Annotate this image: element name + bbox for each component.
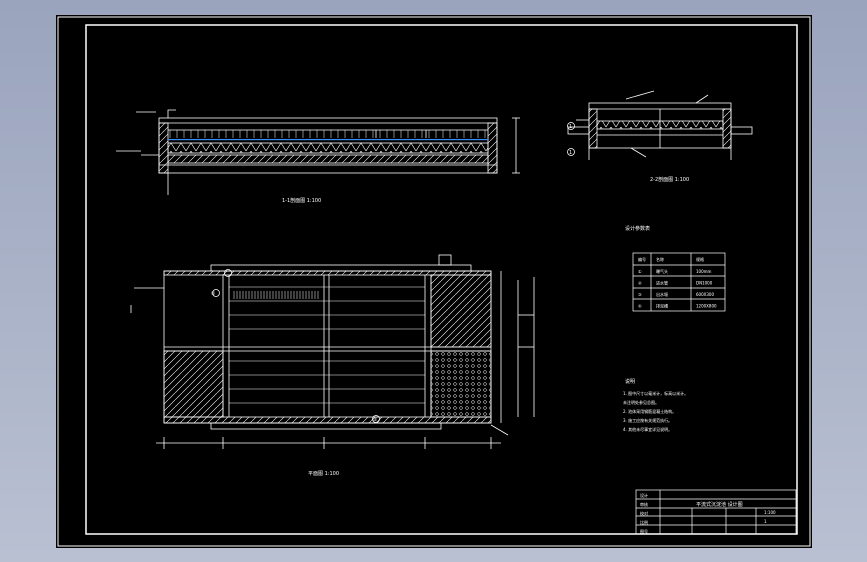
plan-view-slats xyxy=(229,286,425,404)
outer-frame xyxy=(57,16,811,547)
legend-cell-no: ④ xyxy=(638,304,642,309)
plan-view-weir-teeth xyxy=(233,291,319,299)
title-block-drawing-name: 平流式沉淀池 设计图 xyxy=(696,501,743,508)
legend-cell-spec: 600X300 xyxy=(696,292,714,297)
legend-cell-name: 排泥槽 xyxy=(656,303,668,309)
note-line: 未注明处参见总图。 xyxy=(623,399,659,405)
legend-cell-name: 进水管 xyxy=(656,280,668,286)
section-1-1 xyxy=(116,109,520,195)
note-line: 1. 图中尺寸以毫米计，标高以米计。 xyxy=(623,390,688,396)
plan-callout-2: ② xyxy=(373,417,378,423)
note-line: 3. 施工应按有关规范执行。 xyxy=(623,417,672,423)
section-1-1-rib-ticks xyxy=(169,130,486,138)
notes-body: 1. 图中尺寸以毫米计，标高以米计。 未注明处参见总图。 2. 池体采用钢筋混凝土… xyxy=(623,390,688,432)
note-line: 4. 其他未尽事宜详见说明。 xyxy=(623,426,672,432)
legend-header: 编号 xyxy=(638,256,646,262)
inner-frame xyxy=(85,24,798,535)
section-mark-2: 1 xyxy=(569,150,572,156)
section-2-2-caption: 2-2剖面图 1:100 xyxy=(650,176,689,183)
legend-cell-spec: 1200X800 xyxy=(696,304,717,309)
section-1-1-water-line xyxy=(168,139,488,141)
notes-title: 说明 xyxy=(625,378,635,385)
title-block-label: 校对 xyxy=(640,510,648,516)
title-block-scale: 1:100 xyxy=(764,510,776,515)
section-mark-1: 1 xyxy=(569,124,572,130)
cad-drawing: 1-1剖面图 1:100 1 1 2-2剖面图 1:100 xyxy=(57,16,811,547)
legend-cell-name: 曝气头 xyxy=(656,268,668,274)
legend-cell-no: ③ xyxy=(638,292,642,297)
plan-caption: 平面图 1:100 xyxy=(308,471,339,477)
legend-cell-no: ② xyxy=(638,281,642,286)
note-line: 2. 池体采用钢筋混凝土结构。 xyxy=(623,408,676,414)
legend-header: 规格 xyxy=(696,256,704,262)
legend-header: 名称 xyxy=(656,256,664,262)
title-block-label: 图号 xyxy=(640,528,648,534)
title-block-label: 设计 xyxy=(640,492,648,498)
legend-title: 设计参数表 xyxy=(625,225,650,232)
legend-cells: 编号 名称 规格 ① 曝气头 100mm ② 进水管 DN1000 ③ 出水堰 600X300 ④ 排泥槽… xyxy=(638,256,717,309)
plan-view xyxy=(130,254,535,449)
title-block-sheet-no: 1 xyxy=(764,519,767,524)
legend-cell-spec: DN1000 xyxy=(696,281,713,286)
legend-cell-no: ① xyxy=(638,269,642,274)
legend-cell-spec: 100mm xyxy=(696,269,712,274)
section-2-2 xyxy=(567,90,753,160)
drawing-sheet: 1-1剖面图 1:100 1 1 2-2剖面图 1:100 xyxy=(56,15,812,548)
section-1-1-caption: 1-1剖面图 1:100 xyxy=(282,197,321,204)
title-block xyxy=(635,489,797,535)
legend-table xyxy=(632,252,726,312)
plan-callout-1: ① xyxy=(211,291,216,297)
title-block-label: 审核 xyxy=(640,501,648,507)
title-block-label: 比例 xyxy=(640,519,648,525)
section-2-2-marks xyxy=(567,122,575,156)
legend-cell-name: 出水堰 xyxy=(656,291,668,297)
